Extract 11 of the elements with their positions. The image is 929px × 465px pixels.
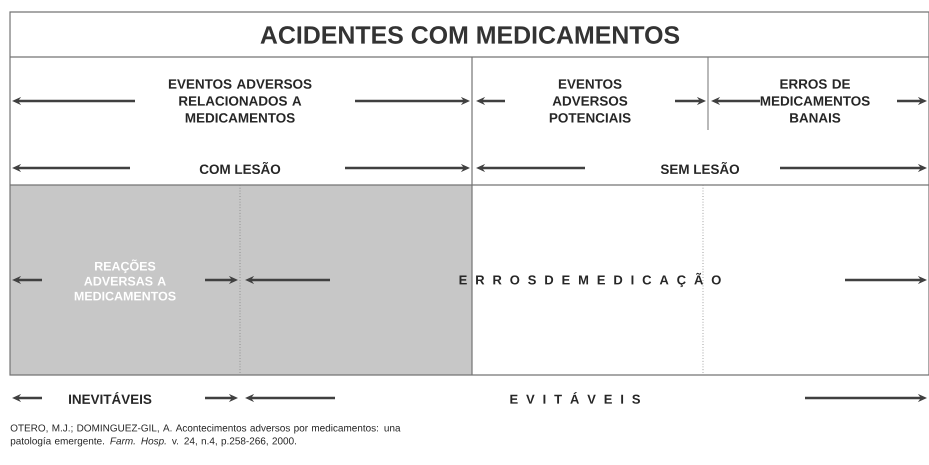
label-text: SEM LESÃO — [660, 162, 740, 174]
label-text: E V I T Á V E I S — [510, 392, 640, 404]
label-text: ERROS DE MEDICAMENTOS BANAIS — [760, 79, 870, 123]
label-text: EVENTOS ADVERSOS POTENCIAIS — [550, 79, 631, 123]
label-text: REAÇÕES ADVERSAS A MEDICAMENTOS — [74, 259, 176, 301]
label-text: INEVITÁVEIS — [69, 392, 152, 404]
label-text: COM LESÃO — [200, 162, 280, 174]
label-text: E R R O S D E M E D I C A Ç Ã O — [460, 272, 721, 288]
label-text: EVENTOS ADVERSOS RELACIONADOS A MEDICAMENTOS — [168, 79, 312, 123]
citation: OTERO, M.J.; DOMINGUEZ-GIL, A. Acontecimentos adversos por medicamentos: una patología emergente. Farm. Hosp. v. 24, n.4, p.258-266, 2000. — [10, 424, 401, 446]
title: ACIDENTES COM MEDICAMENTOS — [260, 26, 680, 44]
